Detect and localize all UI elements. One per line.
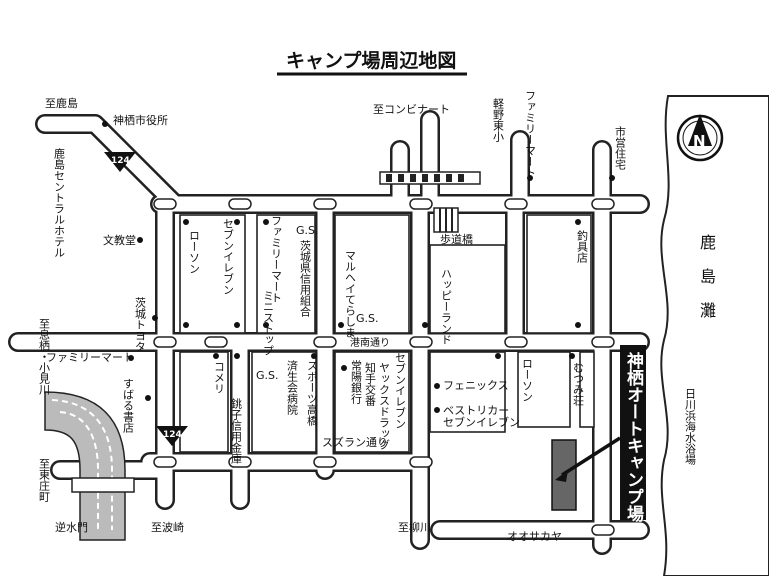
route-124-shield-bottom: 124 <box>156 426 188 446</box>
label-to-higashisho: 至東庄町 <box>38 458 51 502</box>
label-sports-takahashi: スポーツ高橋 <box>306 360 319 427</box>
label-kashima-central-hotel: 鹿島セントラルホテル <box>53 147 66 258</box>
map-vertical-labels: 軽野東小 ファミリーマート 市営住宅 鹿島セントラルホテル ローソン セブンイレ… <box>38 90 697 502</box>
campsite: 神栖オートキャンプ場 <box>551 345 646 523</box>
label-familymart-3: ファミリーマート <box>46 351 134 364</box>
label-komeri: コメリ <box>213 361 226 394</box>
sea-char-3: 灘 <box>700 301 716 320</box>
label-seven-eleven-2: セブンイレブン <box>394 352 407 429</box>
sea-area <box>660 95 769 576</box>
label-familymart-2: ファミリーマート <box>270 215 283 303</box>
gyakusuimon-bridge <box>71 477 135 493</box>
svg-text:124: 124 <box>163 430 182 440</box>
label-suzuran: スズラン通り <box>322 435 388 449</box>
railway-crossing <box>379 171 481 185</box>
label-gs-1: G.S. <box>296 224 319 237</box>
label-seven-eleven-1: セブンイレブン <box>222 218 235 295</box>
city-blocks <box>179 214 595 453</box>
label-to-yanagawa: 至柳川 <box>398 520 431 534</box>
label-tsurigu: 釣具店 <box>576 229 589 263</box>
river <box>44 391 135 541</box>
label-beach: 日川浜海水浴場 <box>684 388 697 466</box>
compass-icon: N <box>676 114 724 162</box>
label-gs-3: G.S. <box>256 369 279 382</box>
label-to-ikisu: 至息栖・小見川 <box>38 318 51 395</box>
svg-text:124: 124 <box>111 156 130 166</box>
poi-dots <box>102 121 615 413</box>
footbridge-hatch <box>433 207 459 233</box>
label-seven-eleven-3: セブンイレブン <box>443 415 520 429</box>
label-subaru: すばる書店 <box>122 378 135 433</box>
map-labels: 至鹿島 神栖市役所 至コンビナート 文教堂 G.S. G.S. 歩道橋 港南通り… <box>45 96 562 543</box>
sea-name: 鹿 島 灘 <box>700 233 716 320</box>
label-phoenix: フェニックス <box>443 379 509 392</box>
label-saiseikai: 済生会病院 <box>286 359 299 415</box>
traffic-signals <box>153 198 615 536</box>
label-mutsumi: むつみ荘 <box>572 362 585 407</box>
label-to-convenience: 至コンビナート <box>373 103 450 116</box>
label-karuno-higashi: 軽野東小 <box>492 98 505 143</box>
label-choshi-shinkin: 銚子信用金庫 <box>230 397 243 465</box>
label-gyakusuimon: 逆水門 <box>55 520 88 534</box>
campsite-label-box <box>620 345 646 520</box>
campsite-pointer <box>561 436 621 477</box>
label-ibaraki-shinyo: 茨城県信用組合 <box>299 239 312 317</box>
label-happy-land: ハッピーランド <box>440 268 453 345</box>
map-title-text: キャンプ場周辺地図 <box>286 49 456 72</box>
coastline <box>660 95 769 576</box>
label-maruhei: マルヘイてらしま <box>344 250 357 338</box>
label-best-riker: ベストリカー <box>443 404 509 417</box>
label-footbridge: 歩道橋 <box>440 232 473 246</box>
route-124-shield-top: 124 <box>104 152 136 172</box>
map-title: キャンプ場周辺地図 <box>277 49 467 76</box>
label-familymart-top: ファミリーマート <box>524 90 537 178</box>
label-to-kashima: 至鹿島 <box>45 96 78 110</box>
compass-letter: N <box>693 132 706 150</box>
label-bunkyodo: 文教堂 <box>103 233 136 247</box>
label-ministop: ミニストップ <box>262 290 275 356</box>
label-city-housing: 市営住宅 <box>614 125 627 170</box>
label-lawson-2: ローソン <box>521 358 534 402</box>
label-to-hasaki: 至波崎 <box>151 520 184 534</box>
campsite-name: 神栖オートキャンプ場 <box>623 351 644 523</box>
label-chite-koban: 知手交番 <box>364 361 377 407</box>
sea-char-1: 鹿 <box>700 233 716 252</box>
label-lawson-1: ローソン <box>188 230 201 274</box>
label-ibaraki-toyota: 茨城トヨタ <box>134 296 147 352</box>
label-yakkusu: ヤックスドラッグ <box>378 362 391 450</box>
label-oosakaya: オオサカヤ <box>507 530 562 543</box>
label-gs-2: G.S. <box>356 312 379 325</box>
label-joyo-bank: 常陽銀行 <box>350 360 363 405</box>
sea-char-2: 島 <box>700 267 716 286</box>
label-city-hall: 神栖市役所 <box>113 113 168 127</box>
label-harbor-south: 港南通り <box>350 336 390 349</box>
